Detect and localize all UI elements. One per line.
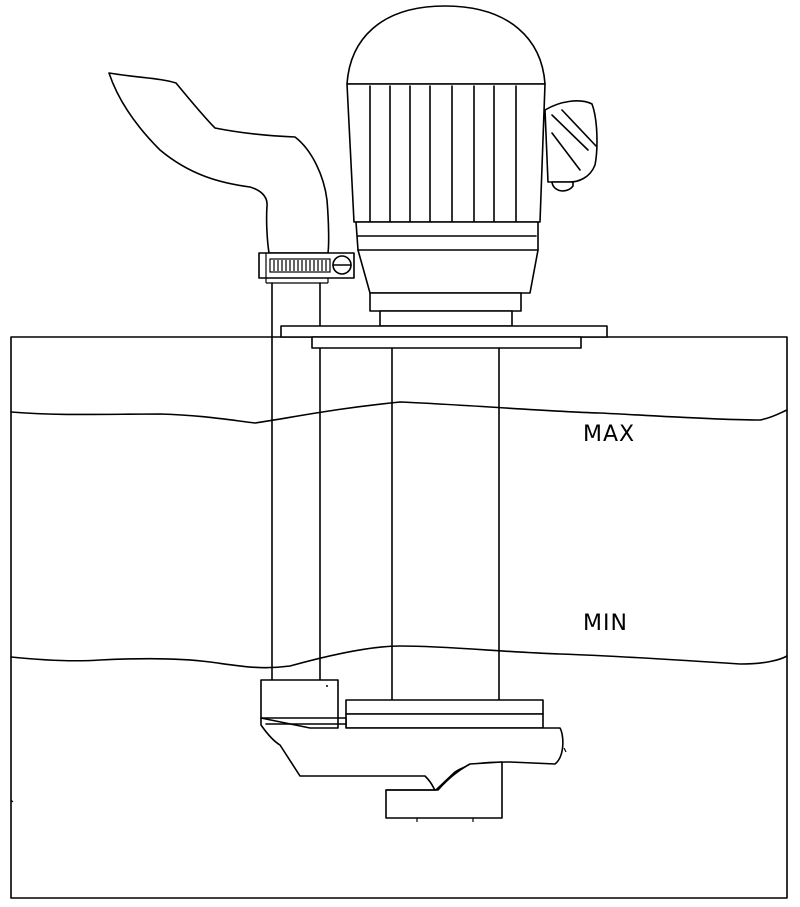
mounting-flange [311, 336, 582, 349]
motor-adapter [355, 221, 539, 294]
max-label: MAX [583, 422, 635, 447]
discharge-hose [108, 72, 330, 254]
motor-cap [346, 5, 546, 85]
clamp-screw-icon [332, 255, 352, 275]
coupling-collar [379, 310, 513, 327]
mounting-plate [280, 325, 608, 338]
pump-casing [260, 717, 564, 791]
min-level-line [10, 645, 788, 669]
motor-body [346, 83, 546, 223]
discharge-elbow [260, 679, 339, 719]
clamp-band-slots [269, 258, 331, 273]
suction-inlet [385, 761, 503, 819]
coupling-housing [369, 292, 522, 312]
column-flange-lower [345, 713, 544, 729]
column-flange [345, 699, 544, 715]
min-label: MIN [583, 611, 628, 636]
terminal-box [544, 100, 598, 192]
motor-fins [369, 85, 517, 223]
max-level-line [10, 401, 788, 424]
